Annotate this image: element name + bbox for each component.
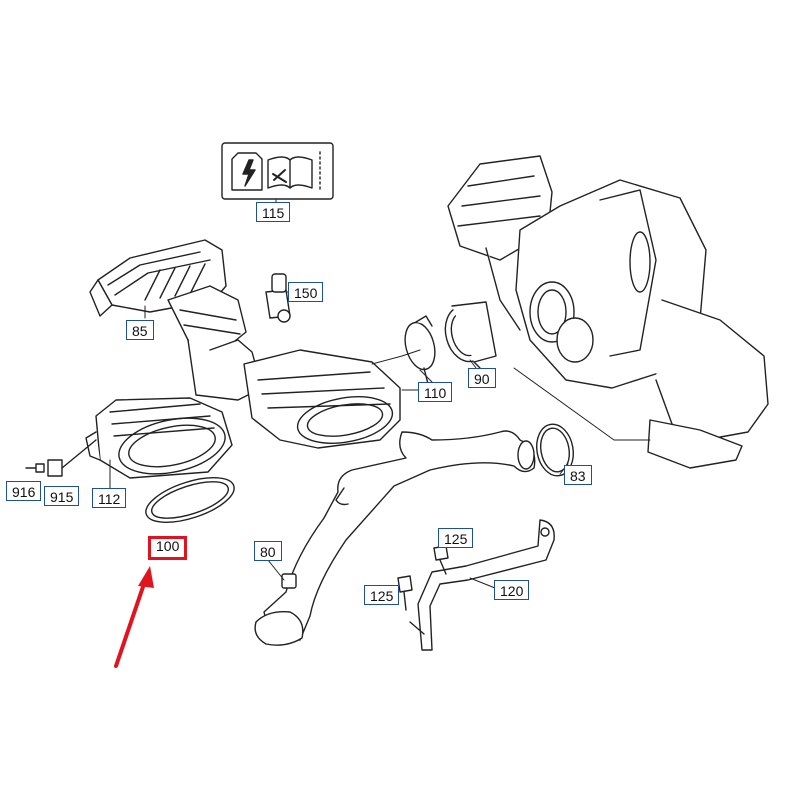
ring-90-part	[444, 301, 497, 369]
callout-125-upper[interactable]: 125	[438, 528, 474, 548]
callout-100[interactable]: 100	[148, 536, 188, 560]
bolt-125-upper-part	[433, 545, 449, 575]
connector-916-915-part	[25, 439, 97, 477]
air-filter-housing-112-part	[85, 397, 233, 479]
leader-lines	[109, 199, 651, 595]
turbocharger-part	[447, 155, 769, 469]
sensor-150-part	[265, 273, 291, 323]
center-duct-part	[243, 349, 401, 449]
callout-112[interactable]: 112	[92, 488, 127, 508]
callout-85[interactable]: 85	[126, 320, 154, 340]
callout-83[interactable]: 83	[564, 465, 592, 485]
clamp-110-part	[404, 315, 436, 385]
callout-125-lower[interactable]: 125	[364, 585, 400, 605]
callout-115[interactable]: 115	[256, 202, 291, 222]
callout-915[interactable]: 915	[44, 486, 80, 506]
pipe-80-part	[254, 430, 536, 646]
callout-916[interactable]: 916	[6, 481, 42, 501]
seal-ring-100-part	[145, 477, 235, 523]
red-arrow-icon	[114, 566, 154, 668]
callout-120[interactable]: 120	[494, 580, 530, 600]
warning-label-part	[221, 142, 334, 200]
callout-90[interactable]: 90	[468, 368, 496, 388]
bolt-125-lower-part	[397, 575, 413, 611]
callout-150[interactable]: 150	[288, 282, 324, 302]
callout-80[interactable]: 80	[254, 541, 282, 561]
air-duct-85-part	[89, 239, 263, 401]
bracket-120-part	[409, 519, 555, 651]
callout-110[interactable]: 110	[418, 382, 453, 402]
seal-83-part	[536, 423, 574, 477]
